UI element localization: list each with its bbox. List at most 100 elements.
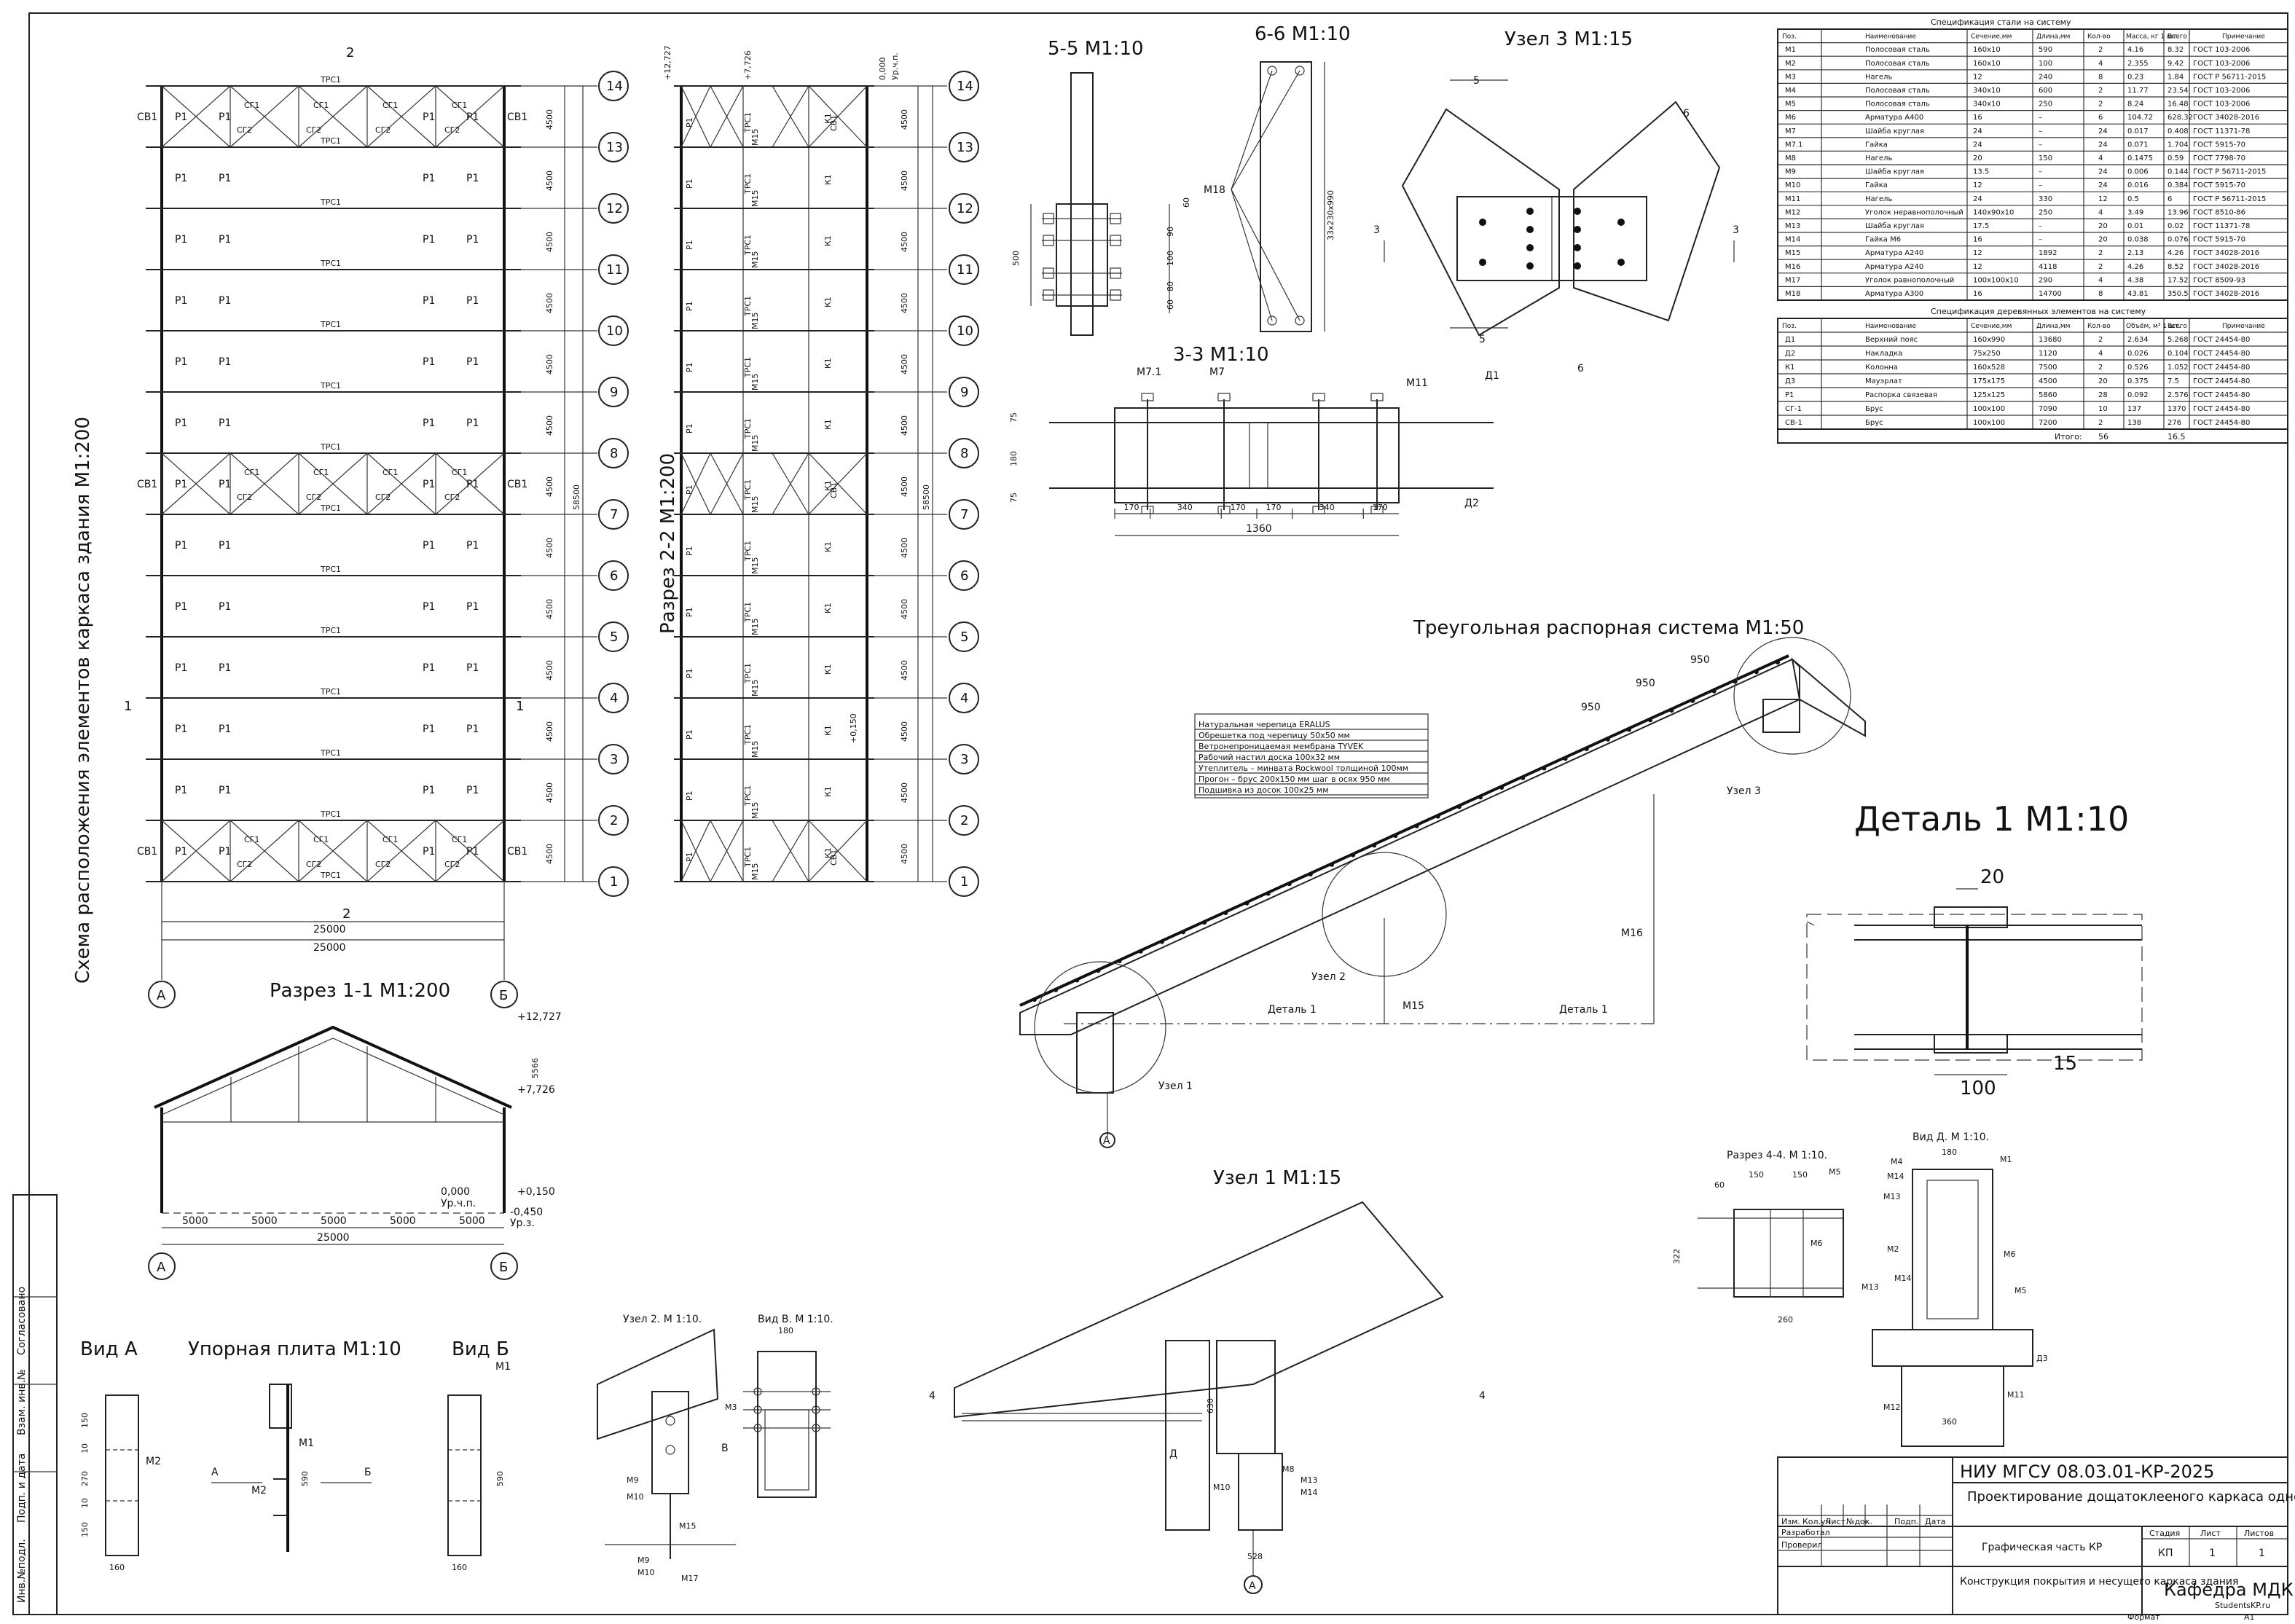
steel-spec-cell: 150: [2039, 154, 2052, 162]
node1-dim-h: 630: [1206, 1398, 1215, 1413]
sec22-label-trs1: ТРС1: [743, 479, 753, 501]
sec22-bay-dim: 4500: [900, 599, 909, 619]
plan-label-sg2: СГ2: [444, 860, 460, 869]
wood-total-vol: 16.5: [2168, 432, 2186, 442]
steel-spec-cell: Нагель: [1865, 73, 1892, 81]
sec22-label-m15: М15: [750, 435, 760, 452]
steel-spec-cell: 8: [2098, 73, 2103, 81]
plan-label-trs1: ТРС1: [320, 748, 341, 758]
steel-spec-cell: ГОСТ 34028-2016: [2193, 263, 2259, 271]
steel-spec-cell: 4: [2098, 154, 2103, 162]
viewD-d3: Д3: [2036, 1354, 2048, 1363]
wood-spec-cell: 138: [2127, 419, 2141, 427]
thrust-plate: А Б М1 М2 590: [211, 1384, 372, 1552]
plan-label-p1: P1: [219, 234, 231, 246]
sec22-row-axis-7: 7: [960, 507, 968, 522]
cut-1-right: 1: [516, 699, 524, 714]
sec33-dim: 340: [1319, 503, 1335, 512]
view-V: 180 М3: [725, 1326, 831, 1498]
steel-spec-cell: 12: [1973, 249, 1982, 257]
steel-spec-cell: 20: [2098, 222, 2108, 230]
plan-label-p1: P1: [423, 295, 435, 307]
node-1: А Д 630 528 4 4 М8 М10 М13 М14: [929, 1201, 1486, 1594]
steel-spec-cell: 290: [2039, 276, 2052, 284]
wood-spec-cell: 0.092: [2127, 391, 2149, 399]
stamp-sheet: 1: [2209, 1547, 2216, 1559]
steel-spec-cell: 24: [2098, 181, 2108, 189]
sec22-label-m15: М15: [750, 680, 760, 697]
plan-label-p1: P1: [423, 417, 435, 429]
wood-spec-cell: К1: [1785, 364, 1794, 372]
viewA-d1: 150: [80, 1413, 90, 1428]
steel-spec-cell: Полосовая сталь: [1865, 60, 1930, 68]
wood-spec-cell: Р1: [1785, 391, 1794, 399]
steel-spec-cell: 628.32: [2168, 114, 2193, 122]
plan-label-sg1: СГ1: [313, 835, 329, 844]
wood-spec-cell: 2.576: [2168, 391, 2189, 399]
plan-label-p1: P1: [219, 417, 231, 429]
wood-spec-cell: СГ-1: [1785, 405, 1802, 413]
roof-layer-5: Прогон – брус 200x150 мм шаг в осях 950 …: [1198, 774, 1390, 784]
plan-label-p1: P1: [175, 785, 187, 796]
node2-m9: М9: [627, 1475, 639, 1485]
steel-spec-cell: 12: [1973, 181, 1982, 189]
plan-label-sg1: СГ1: [382, 835, 398, 844]
steel-spec-cell: 1.84: [2168, 73, 2184, 81]
steel-spec-cell: Гайка М6: [1865, 236, 1901, 244]
axis-A-sec11: А: [157, 1260, 166, 1275]
plan-label-p1: P1: [219, 111, 231, 123]
node1-mark4b: 4: [1479, 1390, 1486, 1402]
steel-spec-cell: Уголок равнополочный: [1865, 276, 1954, 284]
steel-spec-cell: 24: [1973, 141, 1982, 149]
sec33-dim: 170: [1266, 503, 1282, 512]
sec55-b: 90: [1166, 227, 1175, 237]
steel-spec-cell: 8: [2098, 290, 2103, 298]
plan-label-sg1: СГ1: [244, 101, 259, 110]
section-5-5: 500 60 90 100 80 60: [1011, 72, 1191, 336]
plan-span-dim-1: 25000: [313, 924, 346, 935]
sec22-label-sv1: СВ1: [829, 482, 839, 498]
steel-spec-cell: Гайка: [1865, 181, 1888, 189]
row-axis-10: 10: [606, 323, 623, 339]
viewA-d3: 270: [80, 1471, 90, 1486]
node1-axis-A: А: [1249, 1580, 1256, 1592]
plan-bay-dim: 4500: [545, 844, 554, 864]
plan-label-p1: P1: [219, 356, 231, 368]
sec55-h: 500: [1011, 251, 1021, 266]
plan-label-trs1: ТРС1: [320, 259, 341, 268]
steel-spec-cell: Полосовая сталь: [1865, 101, 1930, 109]
wood-spec-header: Примечание: [2222, 323, 2265, 330]
plan-label-p1: P1: [175, 417, 187, 429]
stamp-stage-label: Стадия: [2149, 1529, 2180, 1538]
plan-bay-dim: 4500: [545, 476, 554, 497]
steel-spec-cell: М10: [1785, 181, 1800, 189]
plan-label-p1: P1: [219, 295, 231, 307]
steel-spec-cell: 330: [2039, 195, 2052, 203]
detail-1: 20 100 15: [1806, 866, 2143, 1099]
steel-spec-cell: Нагель: [1865, 154, 1892, 162]
plan-label-p1: P1: [175, 540, 187, 552]
wood-spec-cell: Накладка: [1865, 350, 1902, 358]
plan-label-p1: P1: [466, 723, 479, 735]
sec22-row-axis-9: 9: [960, 385, 968, 400]
truss-detail1-b: Деталь 1: [1559, 1004, 1608, 1016]
sec11-total: 25000: [317, 1232, 350, 1244]
steel-spec-cell: 43.81: [2127, 290, 2149, 298]
sec55-c: 100: [1166, 251, 1175, 266]
plan-bay-dim: 4500: [545, 293, 554, 313]
plan-label-p1: P1: [423, 356, 435, 368]
steel-spec-cell: Шайба круглая: [1865, 128, 1924, 136]
steel-spec-cell: 0.384: [2168, 181, 2189, 189]
wood-spec-header: Поз.: [1782, 323, 1797, 330]
steel-spec-header: Примечание: [2222, 34, 2265, 41]
wood-spec-cell: 7090: [2039, 405, 2057, 413]
plan-label-trs1: ТРС1: [320, 626, 341, 635]
sec11-dim-4: 5000: [390, 1215, 416, 1227]
plan-label-sg2: СГ2: [237, 860, 252, 869]
row-axis-13: 13: [606, 140, 623, 155]
plan-label-p1: P1: [219, 601, 231, 613]
viewD-m13: М13: [1883, 1192, 1901, 1201]
wood-spec-cell: Мауэрлат: [1865, 377, 1902, 385]
wood-spec-cell: 100x100: [1973, 405, 2005, 413]
steel-spec-cell: 12: [1973, 73, 1982, 81]
